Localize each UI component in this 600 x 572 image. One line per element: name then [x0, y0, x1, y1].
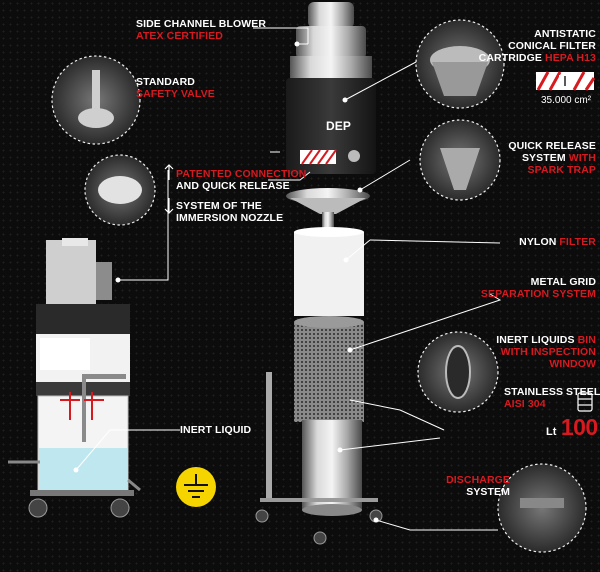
label-safety-valve: STANDARD SAFETY VALVE [136, 76, 215, 100]
leader-lines [75, 27, 502, 531]
release-arrows [164, 164, 174, 214]
label-antistatic-filter: ANTISTATIC CONICAL FILTER CARTRIDGE HEPA… [478, 28, 596, 64]
filter-area: 35.000 cm² [541, 95, 592, 106]
label-quick-release: QUICK RELEASE SYSTEM WITH SPARK TRAP [508, 140, 596, 176]
ground-symbol-icon [176, 467, 216, 507]
tank-capacity: Lt 100 [546, 414, 598, 440]
label-metal-grid: METAL GRID SEPARATION SYSTEM [480, 276, 596, 300]
label-side-channel-blower: SIDE CHANNEL BLOWER ATEX CERTIFIED [136, 18, 267, 42]
label-stainless-steel: STAINLESS STEEL AISI 304 [504, 386, 600, 410]
blower-head [286, 2, 376, 174]
brand-logo: DEP [326, 119, 351, 133]
drum-capacity-icon [577, 392, 593, 412]
section-view-machine [8, 238, 141, 518]
label-nylon-filter: NYLON FILTER [519, 236, 596, 248]
label-discharge: DISCHARGE SYSTEM [446, 474, 510, 498]
label-inert-liquid: INERT LIQUID [180, 424, 252, 436]
label-inert-liquids-bin: INERT LIQUIDS BIN WITH INSPECTION WINDOW [496, 334, 596, 370]
vacuum-column [255, 188, 383, 545]
warning-stripe-icon [536, 71, 596, 91]
label-patented-connection: PATENTED CONNECTION AND QUICK RELEASE SY… [176, 168, 307, 224]
